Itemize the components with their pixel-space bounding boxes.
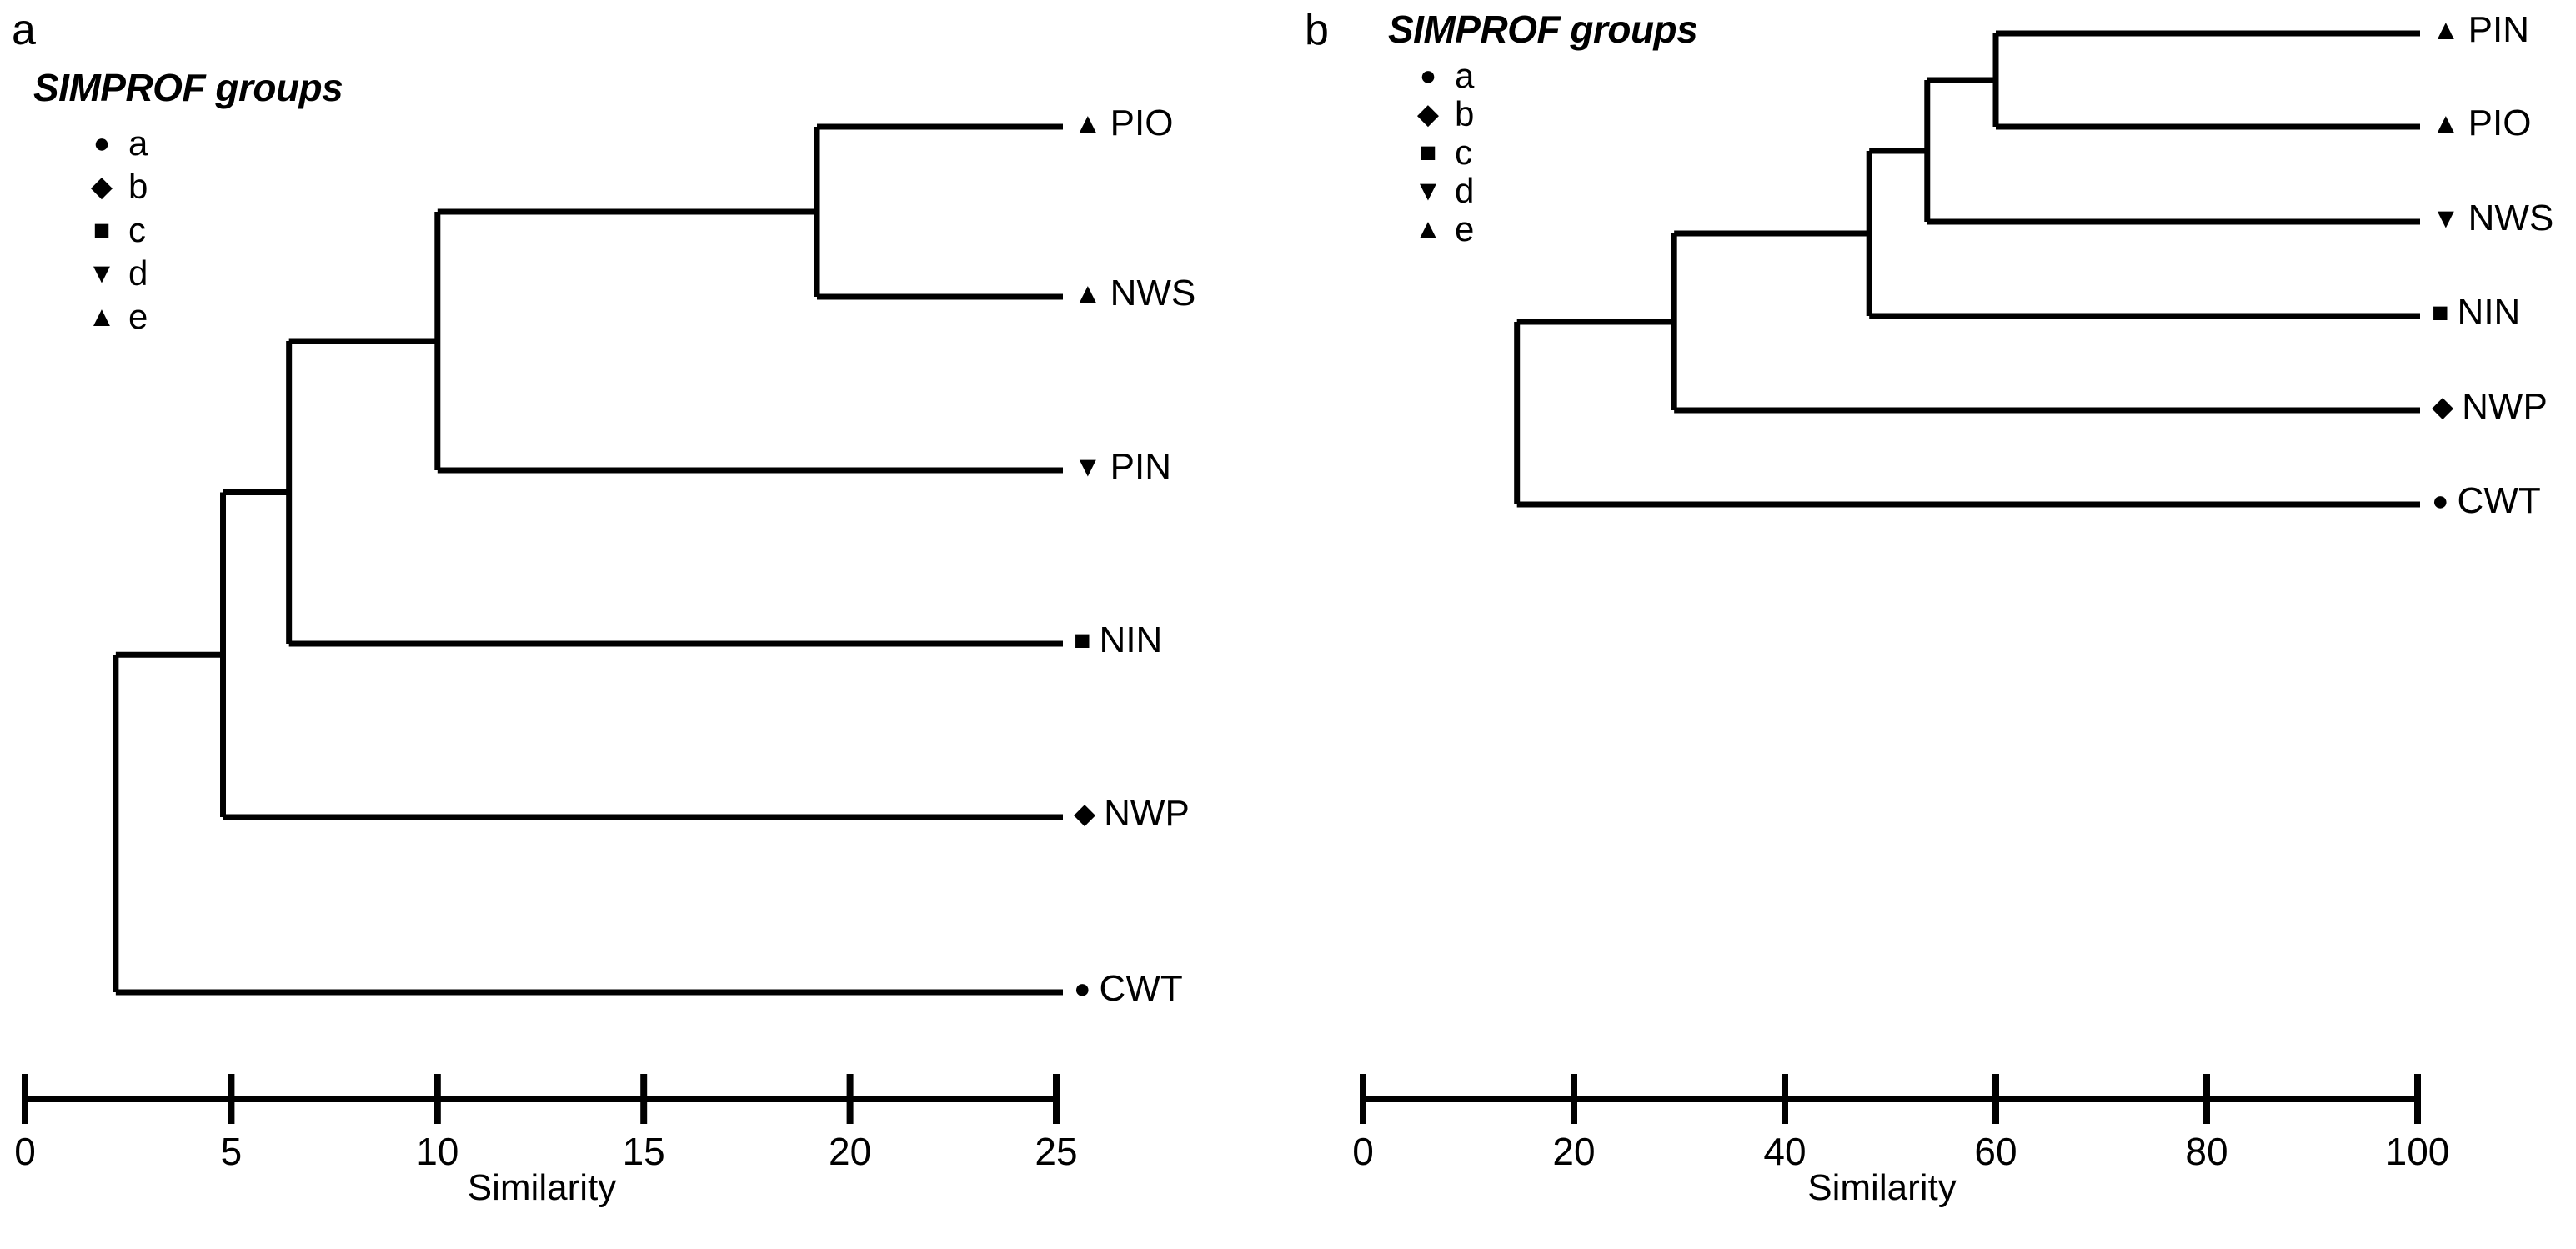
x-axis-tick-label: 20 (829, 1130, 872, 1173)
legend-item: ▲ e (1411, 210, 1697, 248)
legend-item-label: a (128, 123, 148, 163)
panel-b-axis-title: Similarity (1807, 1167, 1957, 1208)
diamond-marker: ◆ (90, 171, 113, 203)
x-axis-tick-label: 20 (1552, 1130, 1596, 1173)
legend-item-label: b (1455, 94, 1475, 133)
x-axis-tick-label: 5 (220, 1130, 243, 1173)
leaf-label-text: NIN (1099, 619, 1163, 660)
x-axis-tick-label: 60 (1974, 1130, 2017, 1173)
leaf-label-pio: ▲ PIO (1074, 105, 1173, 142)
square-marker: ■ (1074, 624, 1091, 656)
panel-a-dendrogram-svg (22, 123, 1063, 1124)
triangle-up-marker: ▲ (1414, 213, 1442, 245)
leaf-label-text: PIN (1110, 446, 1172, 487)
triangle-up-marker: ▲ (1074, 278, 1102, 309)
leaf-label-cwt: ●CWT (2432, 483, 2541, 519)
triangle-up-marker: ▲ (1074, 108, 1102, 139)
triangle-down-marker: ▼ (2432, 203, 2460, 234)
leaf-label-text: NWP (1104, 793, 1190, 834)
legend-item-label: b (128, 167, 148, 206)
triangle-up-marker: ▲ (88, 301, 116, 333)
diamond-marker: ◆ (1416, 98, 1440, 130)
leaf-label-text: NWS (1110, 273, 1196, 314)
legend-item: ■ c (1411, 133, 1697, 172)
panel-b-dendrogram-svg (1360, 30, 2421, 1124)
triangle-up-marker: ▲ (2432, 108, 2460, 139)
legend-item: ▲ e (85, 295, 343, 339)
panel-a-letter: a (12, 6, 36, 54)
x-axis-tick-label: 80 (2185, 1130, 2228, 1173)
panel-b: b SIMPROF groups ● a ◆ b ■ c ▼ d (1288, 0, 2576, 1249)
square-marker: ■ (93, 214, 111, 246)
legend-item: ◆ b (1411, 95, 1697, 133)
leaf-label-nwp: ◆NWP (2432, 389, 2548, 425)
legend-item-label: d (1455, 171, 1475, 210)
leaf-label-text: PIO (2468, 103, 2532, 143)
leaf-label-nws: ▲ NWS (1074, 275, 1195, 312)
panel-b-legend-title: SIMPROF groups (1388, 8, 1698, 51)
legend-item: ◆ b (85, 165, 343, 208)
x-axis-tick-label: 10 (416, 1130, 459, 1173)
x-axis-tick-label: 100 (2385, 1130, 2450, 1173)
leaf-label-text: NWP (2462, 386, 2548, 427)
leaf-label-text: PIO (1110, 103, 1174, 143)
leaf-label-nwp: ◆NWP (1074, 795, 1190, 832)
panel-b-legend: SIMPROF groups ● a ◆ b ■ c ▼ d (1388, 7, 1698, 248)
legend-item-label: d (128, 253, 148, 293)
panel-a-legend-items: ● a ◆ b ■ c ▼ d ▲ e (33, 122, 343, 339)
leaf-label-pin: ▲PIN (2432, 12, 2529, 48)
leaf-label-cwt: ●CWT (1074, 971, 1183, 1007)
square-marker: ■ (2432, 297, 2449, 329)
x-axis-tick-label: 40 (1763, 1130, 1807, 1173)
triangle-down-marker: ▼ (88, 258, 116, 289)
panel-a-legend: SIMPROF groups ● a ◆ b ■ c ▼ d (33, 65, 343, 339)
circle-marker: ● (1419, 60, 1437, 92)
x-axis-tick-label: 25 (1035, 1130, 1078, 1173)
leaf-label-nin: ■NIN (1074, 622, 1162, 659)
panel-b-letter: b (1305, 6, 1329, 54)
leaf-label-text: CWT (1099, 968, 1183, 1009)
leaf-label-nin: ■NIN (2432, 294, 2520, 331)
square-marker: ■ (1419, 137, 1437, 168)
legend-item: ● a (1411, 57, 1697, 95)
legend-item-label: a (1455, 56, 1475, 95)
leaf-label-nws: ▼ NWS (2432, 200, 2553, 237)
legend-item-label: c (1455, 133, 1472, 172)
legend-item-label: e (1455, 209, 1475, 248)
leaf-label-text: NIN (2457, 292, 2521, 333)
leaf-label-pin: ▼PIN (1074, 449, 1171, 485)
diamond-marker: ◆ (2432, 391, 2454, 423)
leaf-label-text: PIN (2468, 9, 2530, 50)
legend-item-label: e (128, 297, 148, 336)
x-axis-tick-label: 0 (1352, 1130, 1374, 1173)
leaf-label-text: CWT (2457, 480, 2541, 521)
diamond-marker: ◆ (1074, 798, 1096, 830)
triangle-up-marker: ▲ (2432, 14, 2460, 46)
legend-item: ■ c (85, 208, 343, 252)
leaf-label-pio: ▲ PIO (2432, 105, 2531, 142)
panel-a-legend-title: SIMPROF groups (33, 66, 343, 109)
circle-marker: ● (2432, 485, 2449, 517)
panel-b-legend-items: ● a ◆ b ■ c ▼ d ▲ e (1388, 57, 1697, 248)
leaf-label-text: NWS (2468, 198, 2554, 238)
legend-item: ▼ d (85, 252, 343, 295)
triangle-down-marker: ▼ (1414, 175, 1442, 207)
legend-item-label: c (128, 210, 146, 249)
circle-marker: ● (93, 128, 111, 159)
legend-item: ▼ d (1411, 172, 1697, 210)
x-axis-tick-label: 0 (14, 1130, 36, 1173)
circle-marker: ● (1074, 973, 1091, 1005)
legend-item: ● a (85, 122, 343, 165)
panel-a-axis-title: Similarity (467, 1167, 617, 1208)
panel-a: a SIMPROF groups ● a ◆ b ■ c ▼ d (12, 6, 1195, 1208)
x-axis-tick-label: 15 (622, 1130, 665, 1173)
triangle-down-marker: ▼ (1074, 451, 1102, 483)
